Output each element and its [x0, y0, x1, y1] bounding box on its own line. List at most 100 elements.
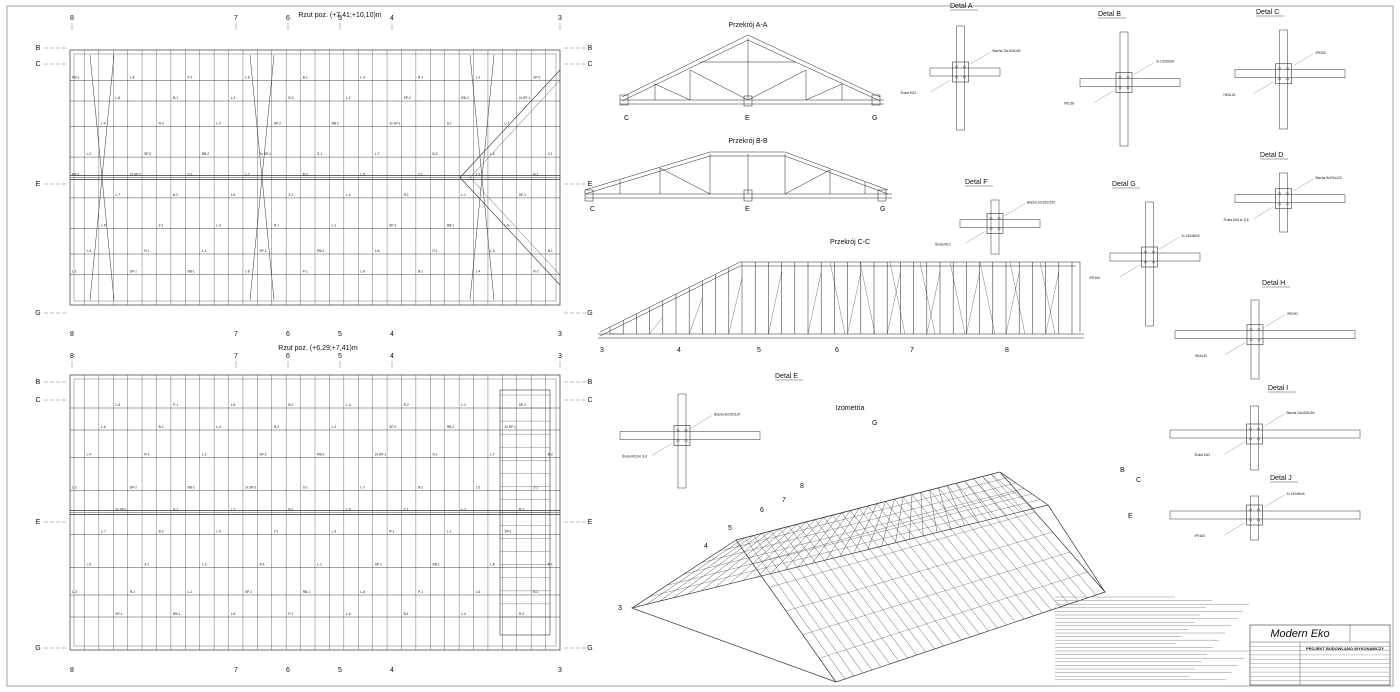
svg-text:S-1: S-1: [317, 152, 322, 156]
svg-text:L-8: L-8: [375, 249, 380, 253]
svg-text:G: G: [587, 310, 592, 317]
svg-text:L-6: L-6: [346, 612, 351, 616]
svg-text:7: 7: [234, 15, 238, 22]
svg-text:Detal A: Detal A: [950, 3, 973, 10]
svg-text:L-4: L-4: [476, 269, 481, 273]
svg-text:B-2: B-2: [432, 152, 437, 156]
svg-text:4: 4: [390, 353, 394, 360]
svg-text:P-1: P-1: [418, 590, 423, 594]
svg-text:L-8: L-8: [360, 590, 365, 594]
svg-text:L-6: L-6: [115, 96, 120, 100]
title-block: Modern Eko PROJEKT BUDOWLANO-WYKONAWCZY: [1249, 624, 1391, 686]
svg-text:L-4: L-4: [360, 76, 365, 80]
svg-text:E: E: [745, 115, 750, 122]
svg-text:L-3: L-3: [476, 173, 481, 177]
project-title: PROJEKT BUDOWLANO-WYKONAWCZY: [1306, 646, 1384, 651]
svg-text:SP-1: SP-1: [505, 530, 512, 534]
svg-text:S-1: S-1: [303, 486, 308, 490]
svg-text:Z-1: Z-1: [404, 508, 409, 512]
svg-text:E: E: [588, 519, 593, 526]
svg-text:5: 5: [728, 525, 732, 532]
svg-text:L-6: L-6: [490, 249, 495, 253]
svg-text:B: B: [36, 45, 41, 52]
svg-text:B: B: [36, 379, 41, 386]
svg-text:L-6: L-6: [476, 590, 481, 594]
svg-text:B-1: B-1: [303, 76, 308, 80]
svg-text:P-1: P-1: [303, 269, 308, 273]
svg-text:Detal D: Detal D: [1260, 152, 1283, 159]
svg-text:B-2: B-2: [303, 173, 308, 177]
svg-text:B-1: B-1: [548, 249, 553, 253]
svg-text:L-3: L-3: [202, 563, 207, 567]
svg-text:E: E: [36, 181, 41, 188]
svg-text:6: 6: [286, 667, 290, 674]
svg-text:8: 8: [70, 15, 74, 22]
svg-text:L-5: L-5: [87, 563, 92, 567]
svg-text:B-1: B-1: [533, 590, 538, 594]
svg-text:2x L50x50x5: 2x L50x50x5: [1287, 492, 1305, 496]
svg-text:RB-1: RB-1: [303, 590, 310, 594]
svg-text:L-8: L-8: [130, 76, 135, 80]
svg-text:P-1: P-1: [548, 563, 553, 567]
svg-text:6: 6: [835, 347, 839, 354]
svg-text:L-1: L-1: [187, 590, 192, 594]
svg-text:4: 4: [704, 543, 708, 550]
svg-text:Z-1: Z-1: [533, 486, 538, 490]
svg-text:3: 3: [558, 353, 562, 360]
svg-text:L-6: L-6: [360, 269, 365, 273]
svg-text:L-5: L-5: [490, 152, 495, 156]
svg-text:IPE200: IPE200: [1316, 51, 1327, 55]
svg-text:R-1: R-1: [274, 224, 279, 228]
section-cc: [598, 261, 1084, 339]
svg-text:SP-1: SP-1: [519, 193, 526, 197]
svg-text:3: 3: [600, 347, 604, 354]
svg-text:8: 8: [800, 483, 804, 490]
svg-text:Z-1: Z-1: [159, 224, 164, 228]
svg-text:B-1: B-1: [418, 269, 423, 273]
svg-text:L-3: L-3: [346, 193, 351, 197]
svg-text:8: 8: [70, 667, 74, 674]
svg-text:R-1: R-1: [389, 530, 394, 534]
svg-text:L-6: L-6: [101, 425, 106, 429]
svg-text:5: 5: [338, 331, 342, 338]
svg-text:L-5: L-5: [216, 530, 221, 534]
svg-text:C: C: [1136, 477, 1141, 484]
svg-text:L-2: L-2: [346, 96, 351, 100]
svg-text:2x SP-1: 2x SP-1: [130, 173, 142, 177]
svg-text:6: 6: [760, 507, 764, 514]
svg-text:SP-1: SP-1: [260, 249, 267, 253]
svg-text:B-1: B-1: [404, 612, 409, 616]
svg-text:2x SP-1: 2x SP-1: [375, 453, 387, 457]
svg-text:L-5: L-5: [360, 173, 365, 177]
svg-text:3: 3: [558, 15, 562, 22]
svg-text:S-1: S-1: [173, 508, 178, 512]
svg-text:6: 6: [286, 331, 290, 338]
svg-text:L-2: L-2: [216, 122, 221, 126]
svg-text:B-1: B-1: [159, 425, 164, 429]
svg-text:L-1: L-1: [447, 530, 452, 534]
svg-text:L-8: L-8: [490, 563, 495, 567]
svg-text:B-2: B-2: [159, 530, 164, 534]
svg-text:E: E: [745, 206, 750, 213]
svg-text:R-2: R-2: [533, 269, 538, 273]
svg-text:Detal E: Detal E: [775, 373, 798, 380]
plan-bottom-title: Rzut poz. (+6,29;+7,41)m: [278, 345, 358, 352]
svg-text:Detal H: Detal H: [1262, 280, 1285, 287]
svg-text:2x SP-1: 2x SP-1: [519, 96, 531, 100]
svg-text:L-6: L-6: [231, 403, 236, 407]
svg-text:Śruba M12: Śruba M12: [901, 90, 917, 95]
section-bb-title: Przekrój B-B: [728, 138, 768, 145]
svg-text:SP-1: SP-1: [375, 563, 382, 567]
svg-text:RB-2: RB-2: [317, 453, 324, 457]
svg-text:L-6: L-6: [245, 76, 250, 80]
svg-text:P-1: P-1: [187, 76, 192, 80]
svg-text:5: 5: [338, 15, 342, 22]
svg-text:L-7: L-7: [360, 486, 365, 490]
svg-text:L-7: L-7: [490, 453, 495, 457]
svg-text:3: 3: [618, 605, 622, 612]
svg-text:B-2: B-2: [548, 453, 553, 457]
svg-text:L-7: L-7: [101, 530, 106, 534]
svg-text:G: G: [872, 420, 877, 427]
